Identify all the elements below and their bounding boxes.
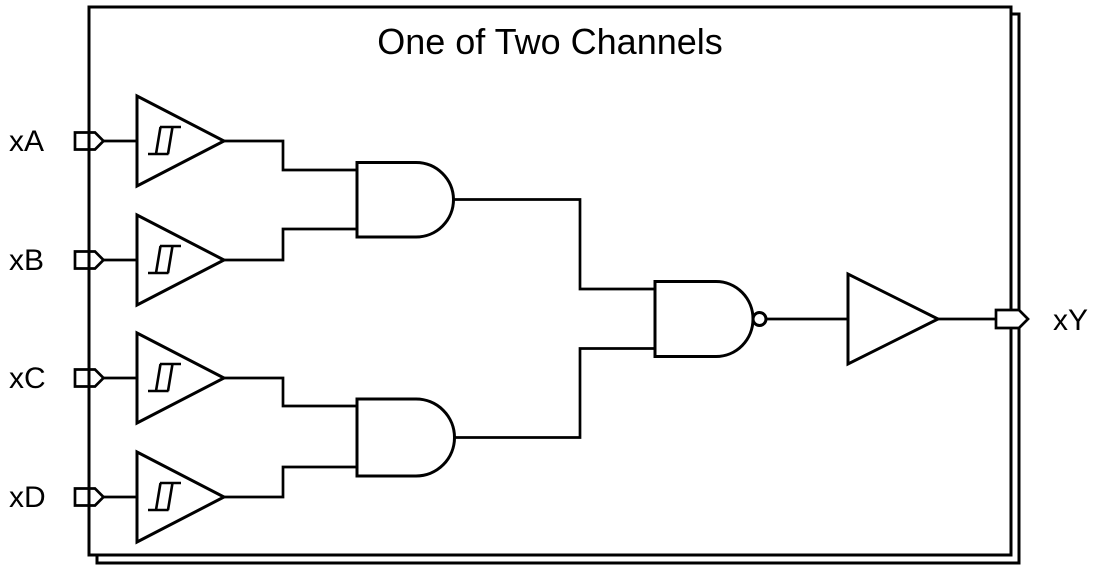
input-stage-xd: xD — [9, 449, 357, 545]
wire-xb-buffer-to-and1 — [224, 227, 357, 262]
input-pin-xd — [73, 487, 106, 507]
schmitt-buffer-xc — [135, 330, 228, 426]
wire-and1-to-nand — [453, 198, 655, 291]
input-label-xb: xB — [9, 244, 44, 277]
hysteresis-icon — [148, 481, 181, 512]
wire-xc-buffer-to-and2 — [224, 376, 357, 408]
input-stage-xa: xA — [9, 93, 357, 189]
inversion-bubble-icon — [751, 311, 768, 327]
schmitt-buffer-xa — [135, 93, 228, 189]
wire-xa-buffer-to-and1 — [224, 139, 357, 172]
nand-gate — [653, 280, 755, 358]
schmitt-buffer-xb — [135, 212, 228, 308]
hysteresis-icon — [148, 125, 181, 156]
schmitt-buffer-xd — [135, 449, 228, 545]
output-pin-xy — [994, 308, 1030, 330]
output-label-xy: xY — [1053, 304, 1088, 337]
input-pin-xc — [73, 368, 106, 388]
hysteresis-icon — [148, 362, 181, 393]
input-pin-xb — [73, 250, 106, 270]
input-label-xa: xA — [9, 125, 44, 158]
input-stage-xb: xB — [9, 212, 357, 308]
diagram-title: One of Two Channels — [377, 21, 723, 62]
input-stage-xc: xC — [9, 330, 357, 426]
channel-1-outline — [87, 5, 1013, 557]
output-buffer — [846, 271, 942, 367]
and-gate-2 — [355, 397, 457, 478]
input-label-xd: xD — [9, 481, 46, 514]
wire-xd-buffer-to-and2 — [224, 465, 357, 499]
input-pin-xa — [73, 131, 106, 151]
hysteresis-icon — [148, 244, 181, 275]
wire-and2-to-nand — [454, 347, 655, 439]
input-label-xc: xC — [9, 362, 46, 395]
and-gate-1 — [355, 161, 456, 239]
